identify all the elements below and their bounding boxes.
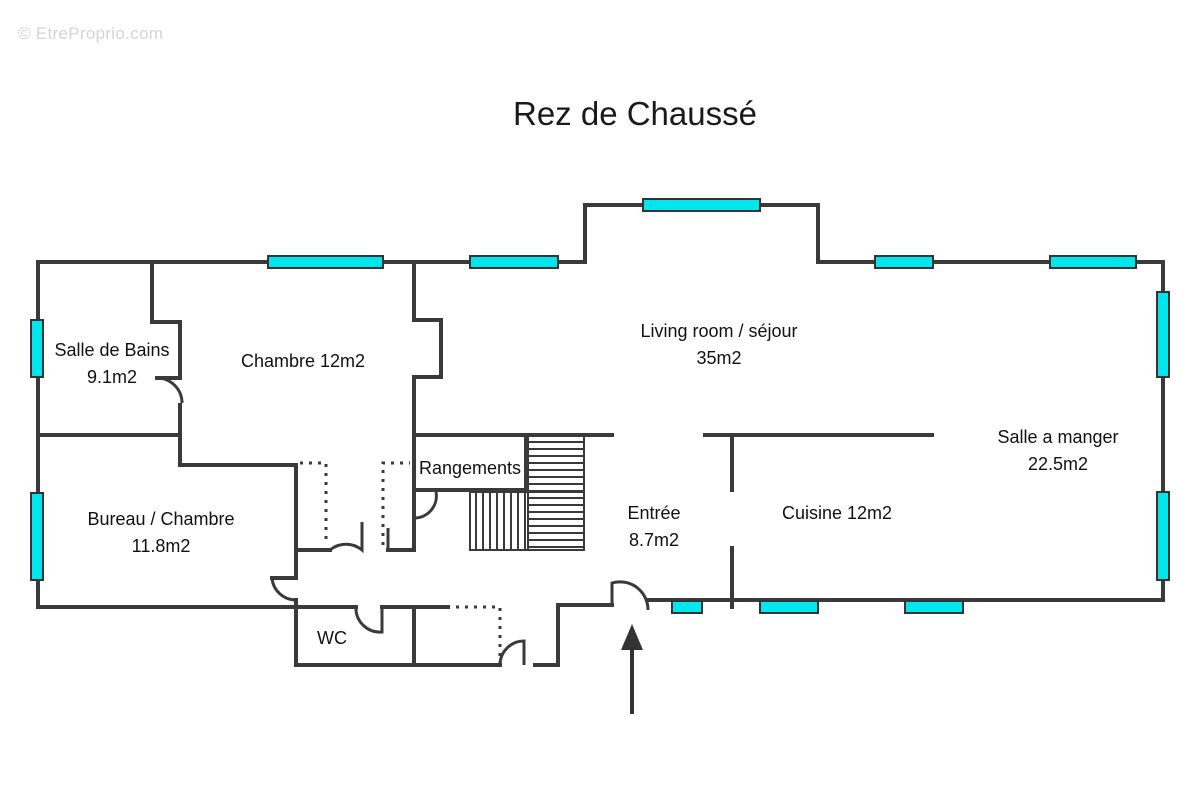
window-icon: [642, 198, 761, 212]
window-icon: [1156, 291, 1170, 378]
doors: [156, 376, 650, 666]
room-label-wc: WC: [317, 628, 347, 648]
windows: [30, 198, 1170, 614]
window-icon: [30, 492, 44, 581]
window-icon: [874, 255, 934, 269]
window-icon: [904, 600, 964, 614]
window-icon: [759, 600, 819, 614]
stair-steps: [475, 441, 584, 550]
window-icon: [671, 600, 703, 614]
closets: [300, 461, 502, 665]
entrance-arrow: [621, 624, 643, 714]
watermark: © EtreProprio.com: [18, 24, 164, 43]
window-icon: [469, 255, 559, 269]
page-title: Rez de Chaussé: [513, 95, 757, 132]
room-label-cuisine: Cuisine 12m2: [781, 503, 893, 523]
window-icon: [1049, 255, 1137, 269]
window-icon: [30, 319, 44, 378]
window-icon: [267, 255, 384, 269]
window-icon: [1156, 491, 1170, 581]
staircase: [469, 435, 585, 551]
room-label-chambre: Chambre 12m2: [240, 351, 366, 371]
walls: [36, 203, 1165, 667]
room-label-rangements: Rangements: [418, 458, 522, 478]
